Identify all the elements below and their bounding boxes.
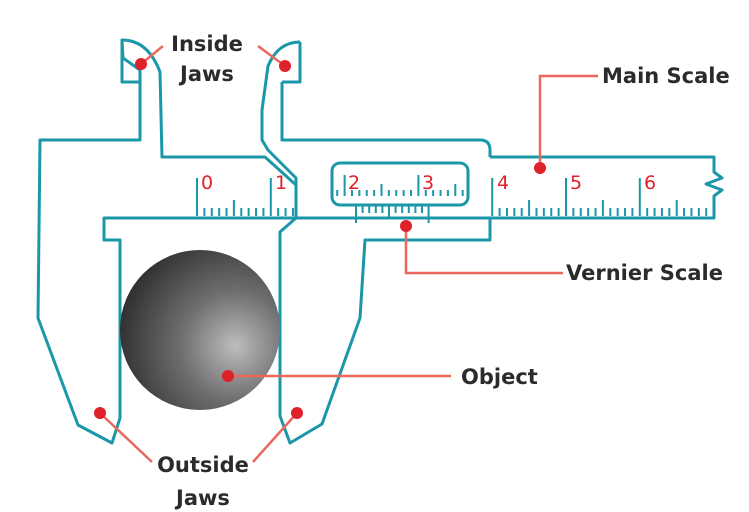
main-scale-number-4: 4 (497, 172, 509, 194)
vernier-window (330, 161, 470, 207)
dot-outside-jaw-right (291, 407, 303, 419)
label-outside-jaws-line1: Outside (157, 453, 249, 477)
vernier-scale-ticks (355, 205, 430, 223)
label-inside-jaws-line2: Jaws (178, 62, 234, 86)
leader-outside-jaws-left (99, 412, 153, 463)
leader-vernier-scale (404, 226, 563, 275)
object-sphere (120, 250, 280, 410)
label-object: Object (461, 365, 538, 389)
main-scale-number-6: 6 (644, 172, 656, 194)
main-scale-number-0: 0 (201, 172, 213, 194)
main-scale-ticks (196, 175, 708, 216)
leader-outside-jaws-right (252, 412, 298, 463)
sliding-jaw-outline (260, 40, 492, 445)
main-scale-number-2: 2 (348, 172, 360, 194)
main-scale-number-3: 3 (422, 172, 434, 194)
label-vernier-scale: Vernier Scale (566, 261, 723, 285)
main-scale-beam (490, 155, 724, 220)
leader-main-scale (538, 74, 598, 168)
dot-inside-jaw-left (135, 58, 147, 70)
label-main-scale: Main Scale (602, 64, 730, 88)
dot-vernier-scale (400, 220, 412, 232)
main-scale-number-1: 1 (275, 172, 287, 194)
sliding-jaw-top-rail (280, 82, 492, 157)
dot-inside-jaw-right (279, 60, 291, 72)
dot-main-scale (534, 162, 546, 174)
inside-jaw-right-hook (282, 42, 302, 84)
dot-object (222, 370, 234, 382)
inside-jaw-left-hook (120, 40, 140, 84)
main-scale-number-5: 5 (570, 172, 582, 194)
dot-outside-jaw-left (94, 407, 106, 419)
label-outside-jaws-line2: Jaws (174, 486, 230, 510)
label-inside-jaws-line1: Inside (171, 32, 243, 56)
